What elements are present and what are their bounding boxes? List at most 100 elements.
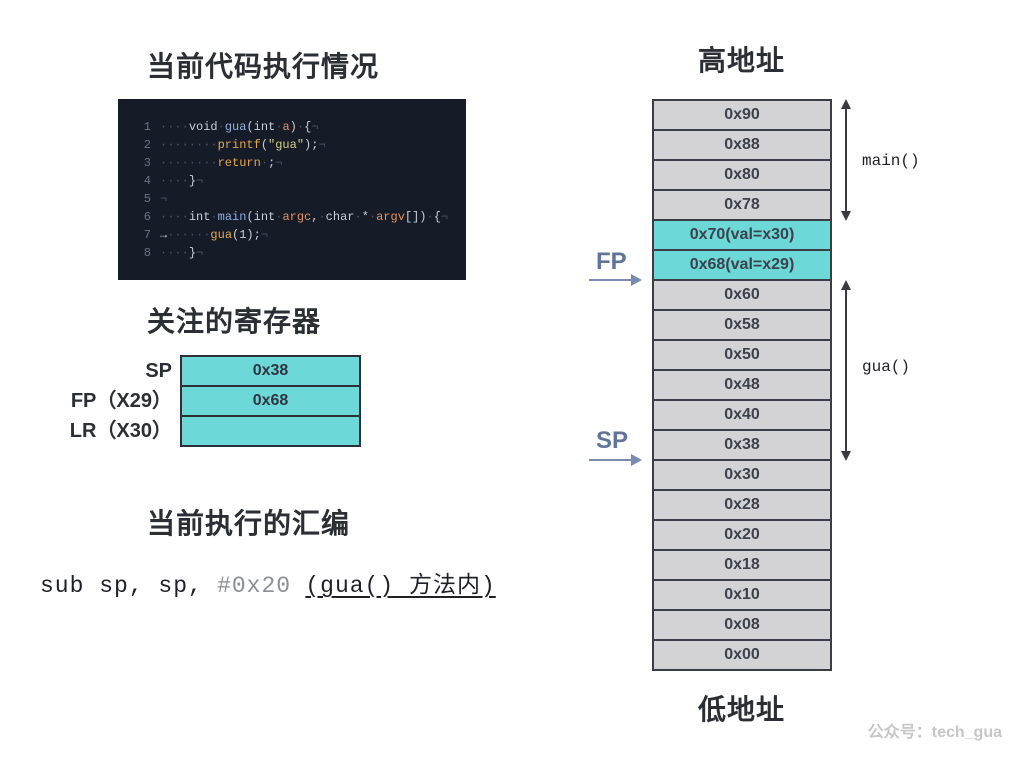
- code-line: 7→······gua(1);¬: [140, 226, 466, 244]
- arrowhead-right-icon: [631, 454, 642, 466]
- stack-cell: 0x80: [654, 161, 830, 189]
- whitespace-marker: ········: [160, 138, 218, 152]
- code-token: ;: [268, 156, 276, 170]
- register-row-sp: SP 0x38: [145, 355, 361, 387]
- whitespace-marker: ······: [167, 228, 211, 242]
- assembly-line: sub sp, sp, #0x20 (gua() 方法内): [40, 572, 496, 600]
- main-frame-bracket: [841, 99, 851, 221]
- code-line: 6····int·main(int·argc,·char·*·argv[])·{…: [140, 208, 466, 226]
- whitespace-marker: ·: [275, 120, 283, 134]
- whitespace-marker: ¬: [311, 120, 319, 134]
- whitespace-marker: ····: [160, 174, 189, 188]
- stack-cell-saved-register: 0x70(val=x30): [654, 221, 830, 249]
- whitespace-marker: ¬: [318, 138, 326, 152]
- stack-cell: 0x28: [654, 491, 830, 519]
- code-token: (int: [246, 120, 276, 134]
- whitespace-marker: ·: [318, 210, 326, 224]
- code-token: (: [260, 138, 269, 152]
- code-token: }: [188, 174, 197, 188]
- assembly-immediate: #0x20: [217, 573, 292, 599]
- stack-cell: 0x58: [654, 311, 830, 339]
- whitespace-marker: ·: [354, 210, 362, 224]
- registers-section-title: 关注的寄存器: [147, 306, 322, 337]
- code-token: ,: [311, 210, 319, 224]
- code-token: gua: [210, 228, 233, 242]
- code-token: int: [188, 210, 211, 224]
- line-number: 1: [143, 120, 151, 134]
- arrowhead-up-icon: [841, 99, 851, 109]
- line-number: 3: [143, 156, 151, 170]
- high-address-label: 高地址: [698, 45, 786, 76]
- code-line: 4····}¬: [140, 172, 466, 190]
- whitespace-marker: ·: [217, 120, 225, 134]
- code-token: →: [160, 228, 168, 242]
- register-row-fp: FP（X29） 0x68: [71, 385, 361, 417]
- code-token: *: [361, 210, 369, 224]
- gua-frame-label: gua(): [862, 358, 911, 376]
- assembly-note: (gua() 方法内): [305, 573, 496, 599]
- register-name: FP（X29）: [70, 390, 172, 412]
- code-token: {: [304, 120, 312, 134]
- line-number: 2: [143, 138, 151, 152]
- code-line: 8····}¬: [140, 244, 466, 262]
- register-name: LR（X30）: [69, 420, 172, 442]
- stack-cell: 0x48: [654, 371, 830, 399]
- assembly-instruction: sub sp, sp,: [40, 573, 203, 599]
- arrowhead-down-icon: [841, 211, 851, 221]
- assembly-section-title: 当前执行的汇编: [147, 508, 351, 539]
- gua-frame-bracket: [841, 280, 851, 461]
- register-row-lr: LR（X30）: [70, 415, 361, 447]
- register-value: [180, 415, 361, 447]
- code-token: }: [188, 246, 197, 260]
- whitespace-marker: ·: [260, 156, 269, 170]
- register-value: 0x38: [180, 355, 361, 387]
- code-token: gua: [224, 120, 247, 134]
- stack-cell: 0x30: [654, 461, 830, 489]
- code-line: 5¬: [140, 190, 466, 208]
- stack-cell: 0x10: [654, 581, 830, 609]
- code-token: main: [217, 210, 247, 224]
- stack-cell: 0x18: [654, 551, 830, 579]
- code-token: void: [188, 120, 218, 134]
- arrowhead-up-icon: [841, 280, 851, 290]
- stack-cell: 0x00: [654, 641, 830, 669]
- whitespace-marker: ¬: [196, 246, 204, 260]
- code-token: (1);: [232, 228, 261, 242]
- stack-cell: 0x20: [654, 521, 830, 549]
- arrowhead-right-icon: [631, 274, 642, 286]
- whitespace-marker: ········: [160, 156, 218, 170]
- whitespace-marker: ·: [210, 210, 218, 224]
- line-number: 7: [143, 228, 151, 242]
- main-frame-label: main(): [862, 152, 920, 170]
- stack-cell: 0x88: [654, 131, 830, 159]
- stack-cell: 0x78: [654, 191, 830, 219]
- code-token: return: [217, 156, 261, 170]
- whitespace-marker: ·: [275, 210, 283, 224]
- sp-pointer-label: SP: [596, 427, 629, 454]
- code-line: 3········return·;¬: [140, 154, 466, 172]
- code-section-title: 当前代码执行情况: [147, 51, 380, 82]
- arrowhead-down-icon: [841, 451, 851, 461]
- code-token: []): [404, 210, 427, 224]
- whitespace-marker: ·: [368, 210, 377, 224]
- line-number: 6: [143, 210, 151, 224]
- code-token: "gua": [268, 138, 305, 152]
- code-line: 2········printf("gua");¬: [140, 136, 466, 154]
- whitespace-marker: ·: [426, 210, 434, 224]
- whitespace-marker: ¬: [440, 210, 449, 224]
- watermark: 公众号：tech_gua: [867, 724, 1002, 741]
- line-number: 5: [143, 192, 151, 206]
- sp-pointer-arrow: [589, 454, 642, 466]
- code-editor-block: 1····void·gua(int·a)·{¬2········printf("…: [118, 99, 466, 280]
- whitespace-marker: ····: [160, 246, 189, 260]
- code-line: 1····void·gua(int·a)·{¬: [140, 118, 466, 136]
- register-name: SP: [145, 360, 172, 382]
- stack-cell: 0x60: [654, 281, 830, 309]
- whitespace-marker: ¬: [196, 174, 204, 188]
- code-token: ): [289, 120, 297, 134]
- code-token: printf: [217, 138, 261, 152]
- register-value: 0x68: [180, 385, 361, 417]
- code-token: {: [433, 210, 441, 224]
- code-token: char: [325, 210, 355, 224]
